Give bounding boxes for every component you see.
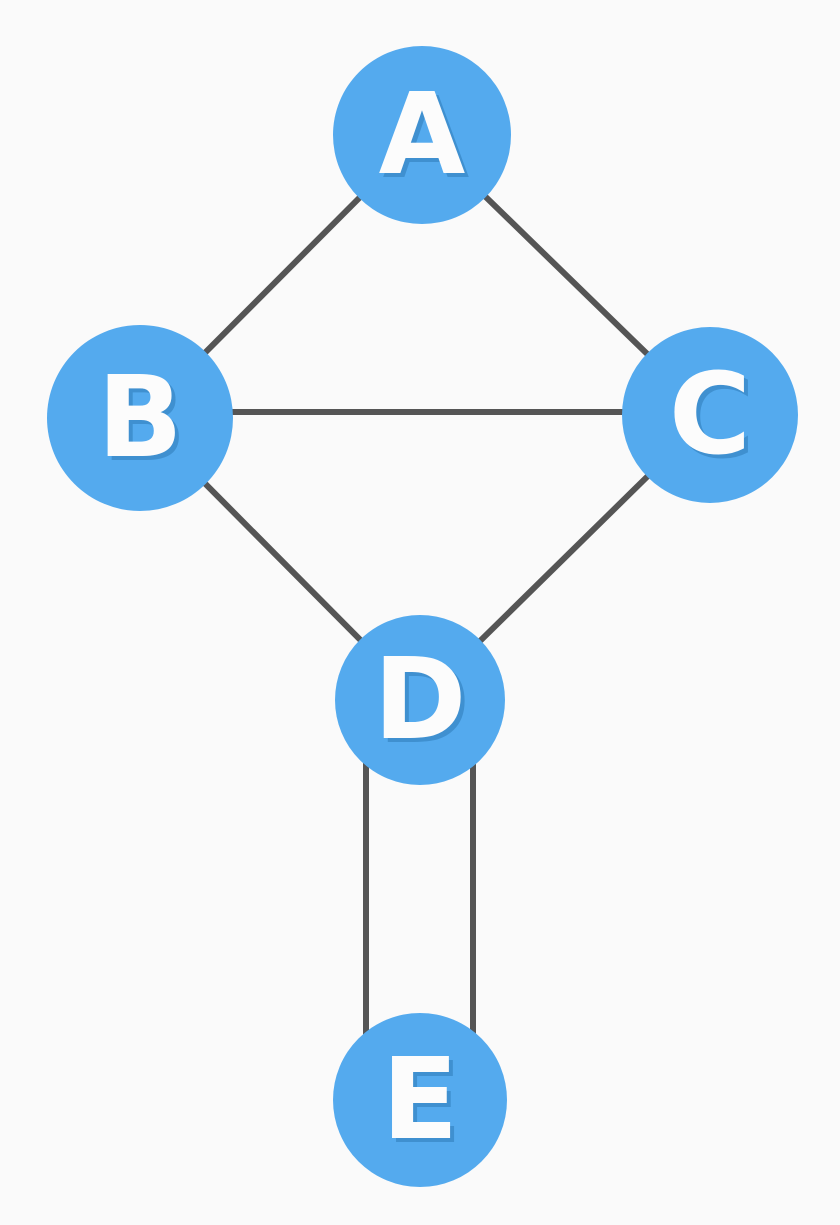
node-circle-d[interactable] [335,615,505,785]
node-label-shadow-c: C [673,354,755,484]
node-circle-a[interactable] [333,46,511,224]
node-label-shadow-e: E [386,1039,463,1169]
graph-node-c[interactable]: CC [622,327,798,503]
graph-node-d[interactable]: DD [335,615,505,785]
node-label-shadow-a: A [383,74,470,204]
node-label-d: D [374,635,467,765]
node-label-c: C [669,350,751,480]
node-label-b: B [97,353,182,483]
node-label-a: A [379,70,466,200]
nodes-layer: AA BB CC DD EE [47,46,798,1187]
node-circle-b[interactable] [47,325,233,511]
node-circle-e[interactable] [333,1013,507,1187]
graph-node-a[interactable]: AA [333,46,511,224]
node-label-e: E [382,1035,459,1165]
graph-node-b[interactable]: BB [47,325,233,511]
node-circle-c[interactable] [622,327,798,503]
node-label-shadow-d: D [378,639,471,769]
node-label-shadow-b: B [101,357,186,487]
graph-node-e[interactable]: EE [333,1013,507,1187]
